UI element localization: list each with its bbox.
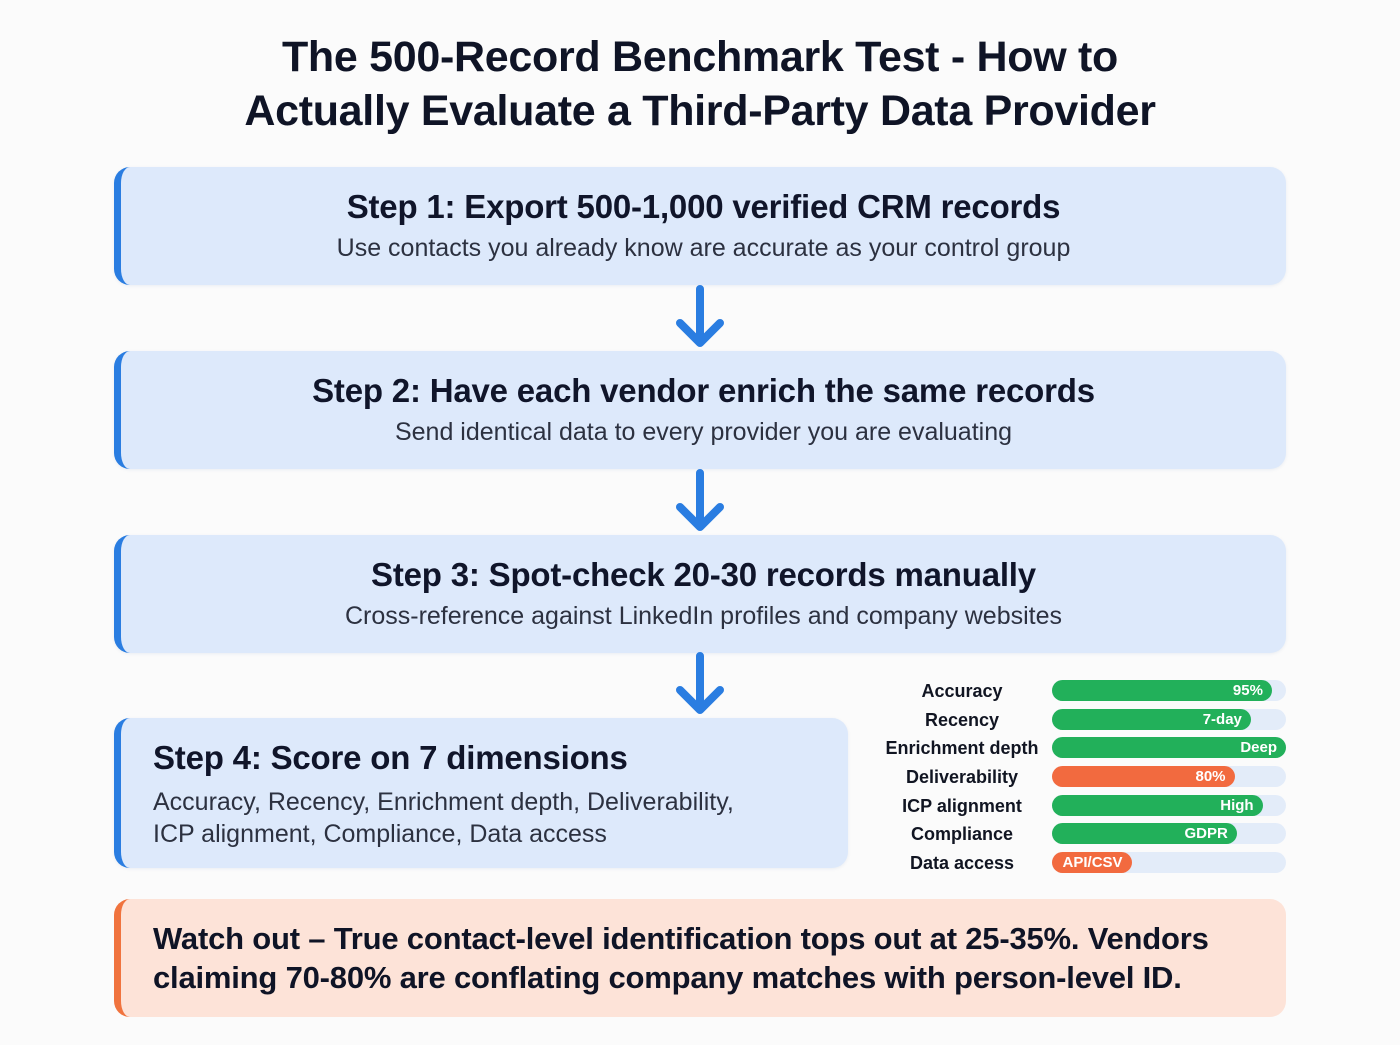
score-label: ICP alignment	[902, 795, 1022, 816]
arrow-down-icon	[676, 469, 724, 531]
score-label: Data access	[909, 853, 1015, 874]
score-bar-fill: 95%	[1052, 680, 1272, 701]
score-bar-fill: Deep	[1052, 737, 1286, 759]
score-bar-track: High	[1052, 794, 1286, 816]
step-4-title: Step 4: Score on 7 dimensions	[153, 739, 628, 776]
score-bar-fill: 80%	[1052, 766, 1235, 788]
score-row-compliance: Compliance GDPR	[870, 820, 1290, 849]
score-bar-track: API/CSV	[1052, 852, 1286, 874]
score-bar-track: 80%	[1052, 766, 1286, 788]
score-bar-track: Deep	[1052, 737, 1286, 759]
step-4-subtitle-line-1: Accuracy, Recency, Enrichment depth, Del…	[153, 788, 734, 816]
step-2-subtitle: Send identical data to every provider yo…	[394, 418, 1013, 446]
score-row-accuracy: Accuracy 95%	[870, 677, 1290, 706]
score-bar-fill: API/CSV	[1052, 852, 1132, 874]
arrow-down-icon	[676, 285, 724, 347]
page-title: The 500-Record Benchmark Test - How to A…	[0, 30, 1400, 138]
title-line-2: Actually Evaluate a Third-Party Data Pro…	[244, 87, 1156, 135]
title-line-1: The 500-Record Benchmark Test - How to	[281, 33, 1119, 81]
score-row-data-access: Data access API/CSV	[870, 849, 1290, 878]
score-bar-track: GDPR	[1052, 823, 1286, 845]
step-1-card: Step 1: Export 500-1,000 verified CRM re…	[114, 167, 1286, 285]
score-bar-fill: 7-day	[1052, 708, 1251, 730]
score-label: Accuracy	[921, 681, 1003, 701]
score-label: Deliverability	[905, 767, 1019, 788]
step-1-title: Step 1: Export 500-1,000 verified CRM re…	[346, 188, 1061, 225]
warning-line-2: claiming 70-80% are conflating company m…	[153, 960, 1182, 995]
step-3-card: Step 3: Spot-check 20-30 records manuall…	[114, 535, 1286, 653]
warning-callout: Watch out – True contact-level identific…	[114, 899, 1286, 1017]
step-4-subtitle: Accuracy, Recency, Enrichment depth, Del…	[153, 786, 848, 850]
score-bar-fill: GDPR	[1052, 823, 1237, 845]
arrow-down-icon	[676, 652, 724, 714]
step-4-card: Step 4: Score on 7 dimensions Accuracy, …	[114, 718, 848, 868]
score-bar-fill: High	[1052, 794, 1263, 816]
step-2-card: Step 2: Have each vendor enrich the same…	[114, 351, 1286, 469]
scorecard: Accuracy 95% Recency 7-day Enrichment de…	[870, 677, 1290, 878]
step-3-subtitle: Cross-reference against LinkedIn profile…	[344, 602, 1063, 630]
score-label: Compliance	[910, 824, 1014, 845]
score-row-deliverability: Deliverability 80%	[870, 763, 1290, 792]
score-label: Enrichment depth	[885, 738, 1039, 759]
step-1-subtitle: Use contacts you already know are accura…	[336, 234, 1071, 262]
step-3-title: Step 3: Spot-check 20-30 records manuall…	[371, 556, 1036, 593]
score-bar-track: 7-day	[1052, 708, 1286, 730]
step-2-title: Step 2: Have each vendor enrich the same…	[312, 372, 1095, 409]
score-row-enrichment-depth: Enrichment depth Deep	[870, 734, 1290, 763]
score-label: Recency	[924, 709, 1000, 730]
warning-line-1: Watch out – True contact-level identific…	[153, 921, 1209, 956]
score-bar-track: 95%	[1052, 680, 1286, 701]
step-4-subtitle-line-2: ICP alignment, Compliance, Data access	[153, 820, 607, 848]
score-row-icp-alignment: ICP alignment High	[870, 792, 1290, 821]
score-row-recency: Recency 7-day	[870, 706, 1290, 735]
